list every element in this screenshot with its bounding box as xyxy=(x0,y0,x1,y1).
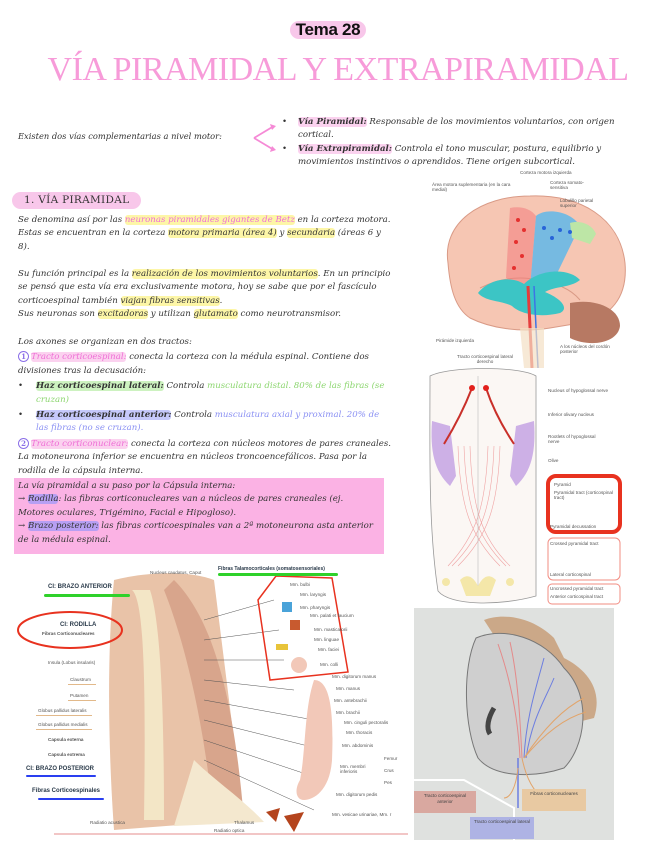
brain-pyramidal-figure: Corteza motora izquierda Área motora sup… xyxy=(420,168,656,368)
paragraph-function: Su función principal es la realización d… xyxy=(18,269,391,320)
internal-capsule-figure: CI: BRAZO ANTERIOR CI: RODILLA Fibras Co… xyxy=(14,560,408,842)
green-underline xyxy=(218,573,338,576)
capsule-illustration xyxy=(17,573,408,835)
label-corticospinal: Fibras Corticoespinales xyxy=(32,788,101,794)
coronal-section-photo: Tracto corticoespinal anterior Fibras co… xyxy=(414,608,614,840)
green-underline xyxy=(44,594,130,597)
number-two-icon: 2 xyxy=(18,437,29,449)
corticospinal-divisions: Haz corticoespinal lateral: Controla mus… xyxy=(18,380,394,436)
section-heading: 1. VÍA PIRAMIDAL xyxy=(12,192,142,209)
tracts-section: Los axones se organizan en dos tractos: … xyxy=(18,336,394,478)
medulla-illustration xyxy=(429,368,622,605)
pathway-item: Vía Piramidal: Responsable de los movimi… xyxy=(280,116,620,143)
label-ci-anterior: CI: BRAZO ANTERIOR xyxy=(48,584,112,590)
label-corticonuclear: Fibras corticonucleares xyxy=(522,789,586,811)
capsule-summary-box: La vía piramidal a su paso por la Cápsul… xyxy=(14,478,384,554)
label-ci-rodilla: CI: RODILLA xyxy=(60,622,97,628)
brain-illustration xyxy=(446,195,626,368)
topic-badge: Tema 28 xyxy=(289,21,367,39)
label-lateral-tract: Tracto corticoespinal lateral xyxy=(470,817,534,839)
division-item: Haz corticoespinal anterior: Controla mu… xyxy=(18,409,394,436)
branch-arrow-icon xyxy=(253,124,276,152)
page-title: VÍA PIRAMIDAL Y EXTRAPIRAMIDAL xyxy=(47,51,629,88)
label-thalamocortical: Fibras Talamocorticales (somatosensorial… xyxy=(218,566,325,572)
blue-underline xyxy=(38,798,104,800)
paragraph-betz: Se denomina así por las neuronas piramid… xyxy=(18,215,391,252)
pathways-list: Vía Piramidal: Responsable de los movimi… xyxy=(280,116,620,170)
pathway-item: Vía Extrapiramidal: Controla el tono mus… xyxy=(280,143,620,170)
capsule-row: → Brazo posterior: las fibras corticoesp… xyxy=(18,521,373,545)
number-one-icon: 1 xyxy=(18,351,29,363)
topic-header: Tema 28 xyxy=(0,20,656,39)
label-anterior-tract: Tracto corticoespinal anterior xyxy=(414,791,476,813)
intro-lead: Existen dos vías complementarias a nivel… xyxy=(18,131,222,141)
blue-underline xyxy=(26,775,96,777)
division-item: Haz corticoespinal lateral: Controla mus… xyxy=(18,380,394,407)
capsule-row: → Rodilla: las fibras corticonucleares v… xyxy=(18,494,344,518)
tracts-intro: Los axones se organizan en dos tractos: xyxy=(18,337,192,347)
medulla-decussation-figure: Nucleus of hypoglossal nerve Inferior ol… xyxy=(420,366,656,606)
label-ci-posterior: CI: BRAZO POSTERIOR xyxy=(26,766,95,772)
